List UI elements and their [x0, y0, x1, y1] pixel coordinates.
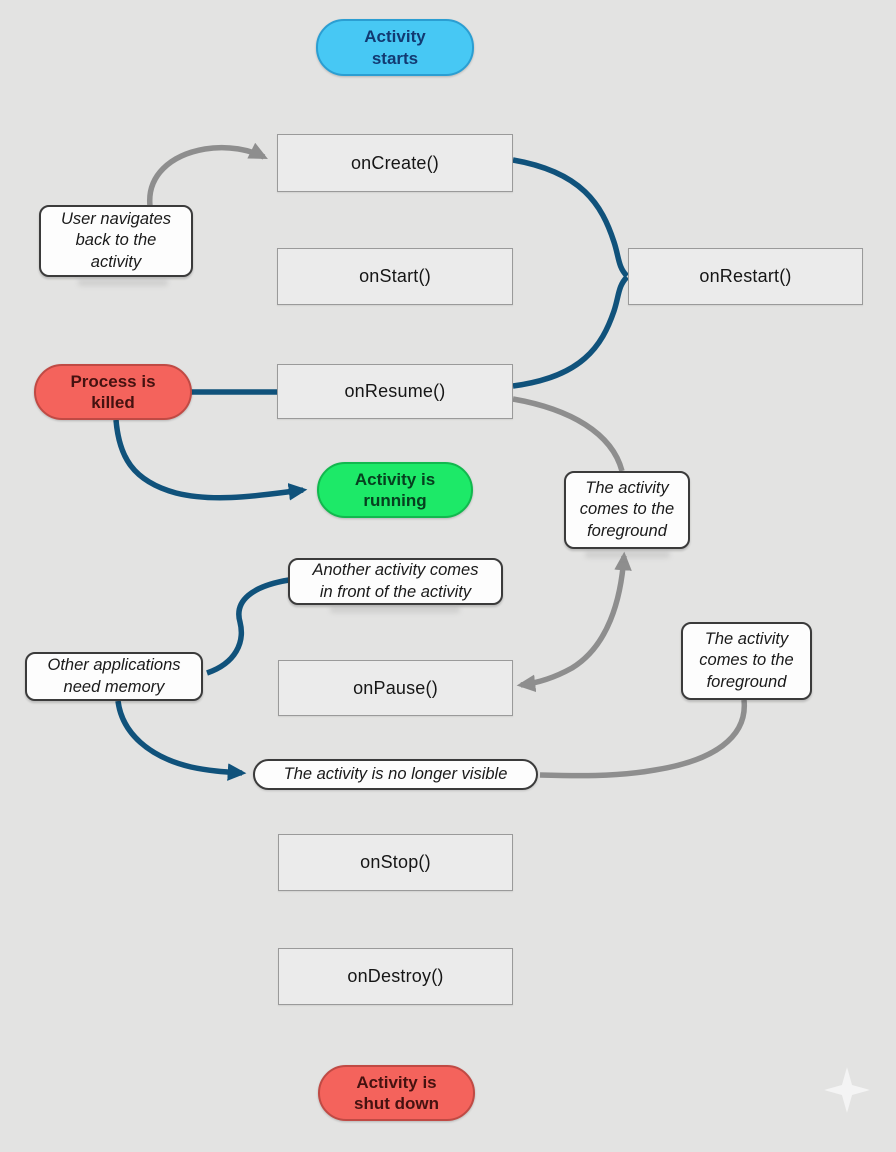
- ondestroy-box: onDestroy(): [278, 948, 513, 1005]
- foreground-callout-1: The activity comes to the foreground: [564, 471, 690, 549]
- connector-foreground2-no-longer-visible: [539, 699, 747, 779]
- activity-running-pill: Activity is running: [317, 462, 473, 518]
- other-apps-callout: Other applications need memory: [25, 652, 203, 701]
- arrow-other-apps-to-no-longer-visible: [115, 700, 247, 781]
- arrow-onresume-to-onrestart: [512, 275, 630, 389]
- another-activity-callout: Another activity comes in front of the a…: [288, 558, 503, 605]
- arrow-user-navigates-to-oncreate: [147, 142, 268, 207]
- arrow-to-activity-running: [113, 419, 308, 501]
- onpause-box: onPause(): [278, 660, 513, 716]
- arrow-onresume-to-foreground: [512, 396, 625, 472]
- onstart-box: onStart(): [277, 248, 513, 305]
- watermark-smudge: [585, 551, 670, 558]
- onresume-box: onResume(): [277, 364, 513, 419]
- watermark-smudge: [330, 606, 460, 613]
- foreground-callout-2: The activity comes to the foreground: [681, 622, 812, 700]
- user-navigates-callout: User navigates back to the activity: [39, 205, 193, 277]
- activity-starts-pill: Activity starts: [316, 19, 474, 76]
- no-longer-visible-pill: The activity is no longer visible: [253, 759, 538, 790]
- activity-shutdown-pill: Activity is shut down: [318, 1065, 475, 1121]
- watermark-smudge: [78, 279, 168, 286]
- arrow-oncreate-to-onrestart: [512, 157, 630, 278]
- oncreate-box: onCreate(): [277, 134, 513, 192]
- arrow-foreground-onpause: [516, 551, 632, 693]
- connector-another-activity-other-apps: [206, 577, 290, 676]
- process-killed-pill: Process is killed: [34, 364, 192, 420]
- onrestart-box: onRestart(): [628, 248, 863, 305]
- onstop-box: onStop(): [278, 834, 513, 891]
